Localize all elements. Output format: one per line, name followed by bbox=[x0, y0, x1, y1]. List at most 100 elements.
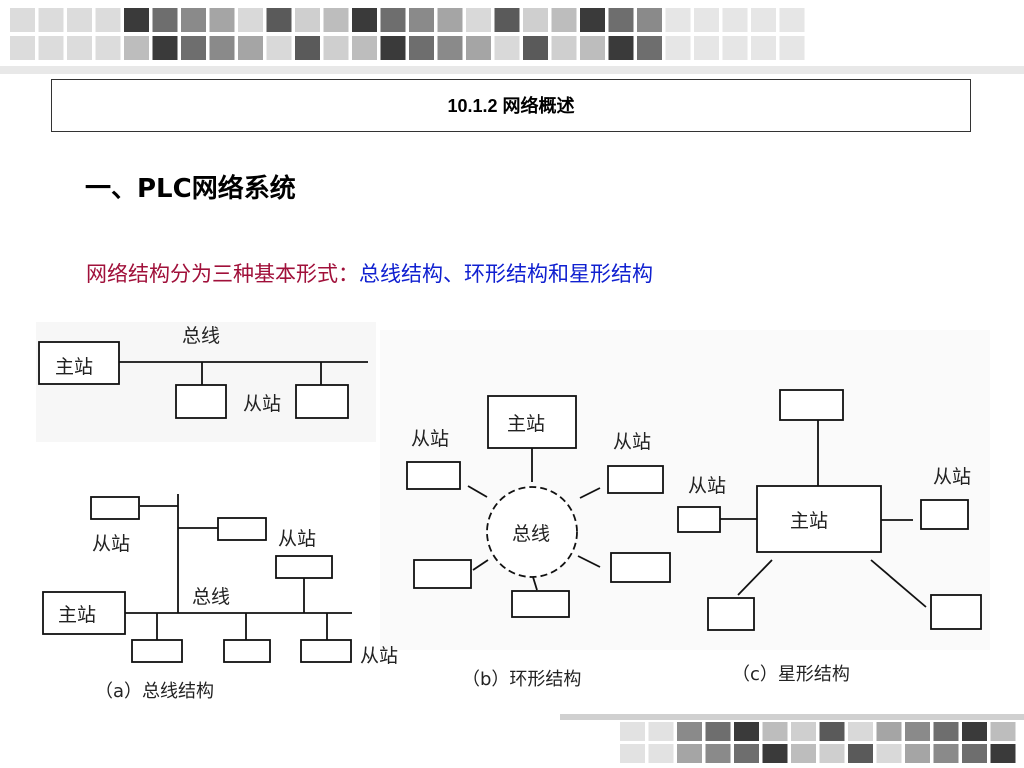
ring-master-node bbox=[487, 395, 577, 449]
decorative-tile bbox=[751, 8, 776, 32]
decorative-tile bbox=[152, 36, 178, 60]
decorative-tile bbox=[238, 8, 263, 32]
decorative-tile bbox=[295, 8, 320, 32]
decorative-tile bbox=[819, 744, 845, 763]
decorative-tile bbox=[466, 8, 491, 32]
bus-bottom-slave-node-5 bbox=[223, 639, 271, 663]
decorative-tile bbox=[637, 8, 662, 32]
decorative-tile bbox=[694, 8, 719, 32]
bus-top-slave-node-1 bbox=[175, 384, 227, 419]
slide-header-title: 10.1.2 网络概述 bbox=[447, 96, 575, 116]
section-title: 一、PLC网络系统 bbox=[85, 174, 296, 204]
decorative-tile bbox=[665, 8, 691, 32]
decorative-tile bbox=[933, 744, 959, 763]
ring-link-1 bbox=[467, 485, 488, 498]
decorative-tile bbox=[409, 36, 434, 60]
decorative-tile bbox=[734, 722, 759, 741]
decorative-tile bbox=[209, 36, 235, 60]
decorative-tile bbox=[779, 8, 805, 32]
decorative-tile bbox=[608, 8, 634, 32]
decorative-tile bbox=[637, 36, 662, 60]
decorative-tile bbox=[38, 36, 64, 60]
bus-top-slave-node-2 bbox=[295, 384, 349, 419]
decorative-tile bbox=[734, 744, 759, 763]
decorative-tile bbox=[10, 8, 35, 32]
decorative-tile bbox=[648, 744, 674, 763]
decorative-tile bbox=[124, 8, 149, 32]
ring-slave-node-2 bbox=[607, 465, 664, 494]
decorative-tile bbox=[523, 36, 548, 60]
decorative-tile bbox=[876, 744, 902, 763]
ring-link-3 bbox=[472, 559, 489, 571]
ring-center-label: 总线 bbox=[512, 523, 550, 545]
ring-slave-node-1 bbox=[406, 461, 461, 490]
decorative-tile bbox=[437, 8, 463, 32]
ring-slave-node-3 bbox=[413, 559, 472, 589]
bus-bottom-slave-node-1 bbox=[90, 496, 140, 520]
decorative-tile bbox=[238, 36, 263, 60]
subtitle-line: 网络结构分为三种基本形式：总线结构、环形结构和星形结构 bbox=[86, 258, 653, 288]
bus-bottom-slave-label-mid: 从站 bbox=[278, 528, 316, 550]
star-link-bottom-left bbox=[737, 559, 773, 596]
decorative-bar bbox=[560, 714, 1024, 720]
decorative-tile bbox=[10, 36, 35, 60]
decorative-tile bbox=[933, 722, 959, 741]
decorative-tile bbox=[722, 36, 748, 60]
decorative-tile bbox=[648, 722, 674, 741]
decorative-tile bbox=[551, 36, 577, 60]
ring-master-label: 主站 bbox=[507, 413, 545, 435]
decorative-tile bbox=[620, 722, 645, 741]
decorative-tile bbox=[608, 36, 634, 60]
decorative-tile bbox=[876, 722, 902, 741]
bus-top-bus-label: 总线 bbox=[182, 325, 220, 347]
decorative-tile bbox=[181, 36, 206, 60]
star-slave-node-right bbox=[920, 499, 969, 530]
decorative-tile bbox=[323, 36, 349, 60]
decorative-tile bbox=[990, 744, 1016, 763]
decorative-tile bbox=[494, 8, 520, 32]
decorative-tile bbox=[437, 36, 463, 60]
caption-b: （b）环形结构 bbox=[462, 669, 581, 690]
decorative-tile bbox=[779, 36, 805, 60]
decorative-tile bbox=[95, 36, 121, 60]
decorative-tile bbox=[38, 8, 64, 32]
ring-slave-node-5 bbox=[511, 590, 570, 618]
star-slave-label-left: 从站 bbox=[688, 475, 726, 497]
decorative-tile bbox=[266, 36, 292, 60]
decorative-tile bbox=[323, 8, 349, 32]
ring-slave-label-left: 从站 bbox=[411, 428, 449, 450]
scan-bg-ring-star bbox=[380, 330, 990, 650]
decorative-tile bbox=[620, 744, 645, 763]
bus-bottom-master-node bbox=[42, 591, 126, 635]
decorative-header-strip bbox=[0, 0, 1024, 80]
bus-top-slave-label: 从站 bbox=[243, 393, 281, 415]
bus-top-master-node bbox=[38, 341, 120, 385]
decorative-tile bbox=[705, 744, 731, 763]
bus-bottom-slave-node-3 bbox=[275, 555, 333, 579]
bus-bottom-slave-node-6 bbox=[300, 639, 352, 663]
ring-slave-label-right: 从站 bbox=[613, 431, 651, 453]
decorative-tile bbox=[848, 722, 873, 741]
bus-bottom-slave-node-4 bbox=[131, 639, 183, 663]
decorative-tile bbox=[791, 744, 816, 763]
decorative-tile bbox=[848, 744, 873, 763]
decorative-tile bbox=[124, 36, 149, 60]
subtitle-highlight: 总线结构、环形结构和星形结构 bbox=[359, 262, 653, 286]
decorative-tile bbox=[466, 36, 491, 60]
decorative-tile bbox=[705, 722, 731, 741]
caption-a: （a）总线结构 bbox=[95, 681, 214, 702]
decorative-tile bbox=[751, 36, 776, 60]
decorative-tile bbox=[494, 36, 520, 60]
decorative-tile bbox=[580, 8, 605, 32]
slide-header-box: 10.1.2 网络概述 bbox=[51, 79, 971, 132]
decorative-tile bbox=[67, 36, 92, 60]
decorative-tile bbox=[665, 36, 691, 60]
ring-slave-node-4 bbox=[610, 552, 671, 583]
decorative-tile bbox=[819, 722, 845, 741]
ring-circle bbox=[486, 486, 578, 578]
decorative-tile bbox=[990, 722, 1016, 741]
star-slave-node-left bbox=[677, 506, 721, 533]
decorative-tile bbox=[677, 744, 702, 763]
decorative-tile bbox=[95, 8, 121, 32]
